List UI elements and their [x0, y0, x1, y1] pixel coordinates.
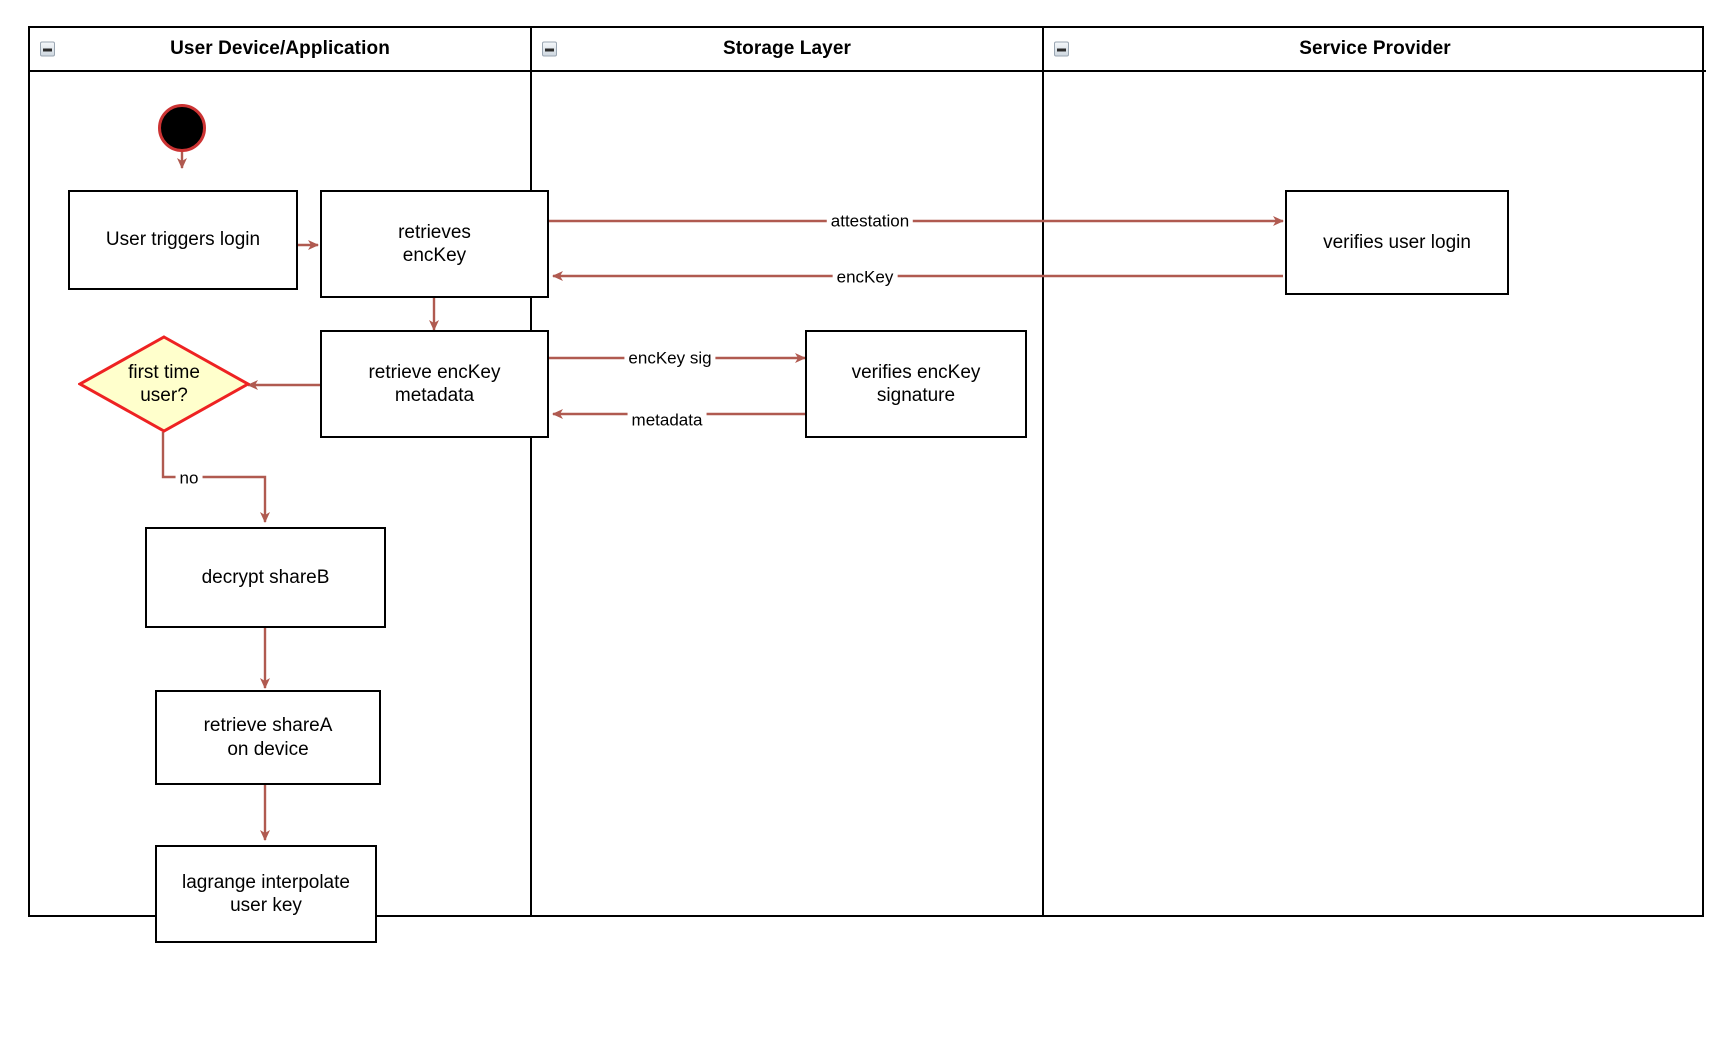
- collapse-minus-icon[interactable]: [542, 41, 557, 57]
- swimlane-user-device[interactable]: User Device/Application: [30, 28, 530, 915]
- node-user-triggers-login[interactable]: User triggers login: [68, 190, 298, 290]
- node-verifies-enckey-signature[interactable]: verifies encKey signature: [805, 330, 1027, 438]
- collapse-minus-icon[interactable]: [1054, 41, 1069, 57]
- start-node[interactable]: [158, 104, 206, 152]
- swimlane-title-service-provider: Service Provider: [1299, 38, 1451, 59]
- swimlane-pool: User Device/Application Storage Layer Se…: [28, 26, 1706, 917]
- decision-label-first-time-user: first time user?: [128, 361, 200, 406]
- swimlane-header-storage-layer: Storage Layer: [532, 28, 1042, 72]
- swimlane-title-storage-layer: Storage Layer: [722, 38, 852, 59]
- node-retrieve-sharea-on-device[interactable]: retrieve shareA on device: [155, 690, 381, 785]
- swimlane-header-user-device: User Device/Application: [30, 28, 530, 72]
- edge-label-no: no: [175, 469, 203, 487]
- node-decrypt-shareb[interactable]: decrypt shareB: [145, 527, 386, 628]
- node-lagrange-interpolate-user-key[interactable]: lagrange interpolate user key: [155, 845, 377, 943]
- edge-label-attestation: attestation: [826, 212, 914, 230]
- swimlane-storage-layer[interactable]: Storage Layer: [530, 28, 1042, 915]
- node-first-time-user-decision[interactable]: first time user?: [78, 335, 250, 433]
- node-verifies-user-login[interactable]: verifies user login: [1285, 190, 1509, 295]
- node-retrieves-enckey[interactable]: retrieves encKey: [320, 190, 549, 298]
- swimlane-service-provider[interactable]: Service Provider: [1042, 28, 1706, 915]
- swimlane-title-user-device: User Device/Application: [170, 38, 390, 59]
- edge-label-metadata: metadata: [627, 411, 707, 429]
- edge-label-enckey: encKey: [832, 268, 898, 286]
- node-retrieve-enckey-metadata[interactable]: retrieve encKey metadata: [320, 330, 549, 438]
- collapse-minus-icon[interactable]: [40, 41, 55, 57]
- edge-label-enckey-sig: encKey sig: [624, 349, 716, 367]
- swimlane-header-service-provider: Service Provider: [1044, 28, 1706, 72]
